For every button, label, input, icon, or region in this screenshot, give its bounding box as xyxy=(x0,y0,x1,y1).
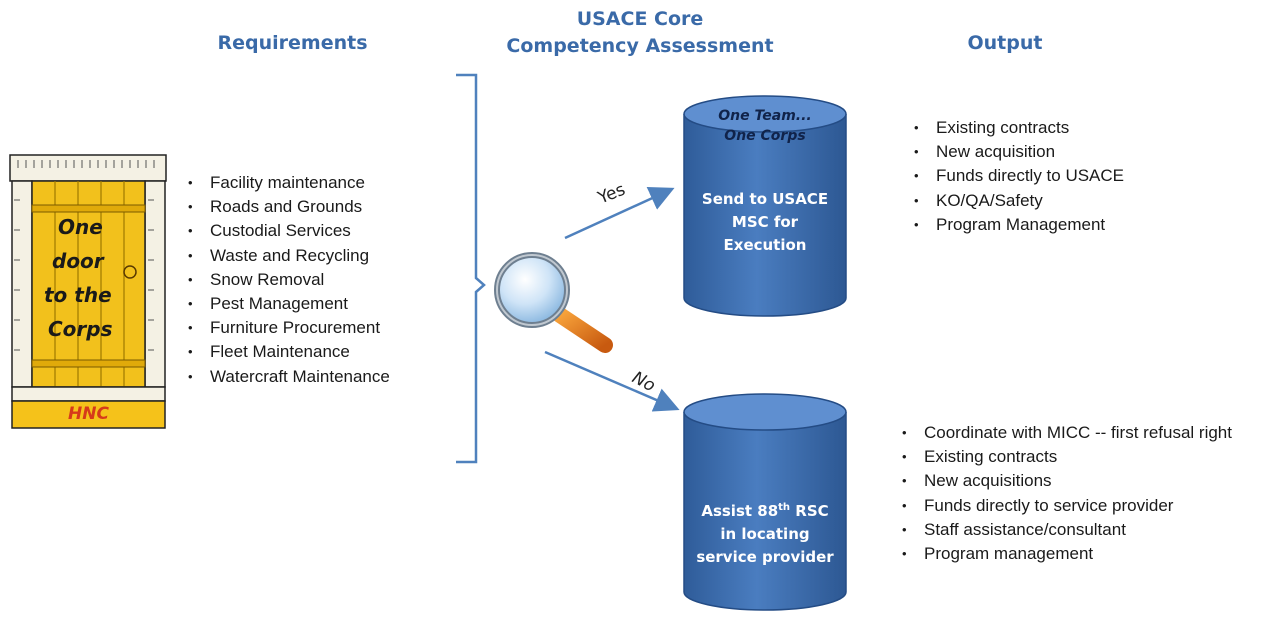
list-item: New acquisition xyxy=(910,140,1124,164)
list-item: Facility maintenance xyxy=(184,171,390,195)
service-provider-cylinder xyxy=(683,393,847,611)
door-line-1: One xyxy=(58,215,103,239)
service-label-line-3: service provider xyxy=(696,548,834,566)
list-item: Pest Management xyxy=(184,292,390,316)
execution-label-line-3: Execution xyxy=(723,236,807,254)
list-item: Snow Removal xyxy=(184,268,390,292)
list-item: Existing contracts xyxy=(898,445,1232,469)
list-item: New acquisitions xyxy=(898,469,1232,493)
service-label-line-2: in locating xyxy=(720,525,810,543)
no-output-list: Coordinate with MICC -- first refusal ri… xyxy=(898,421,1232,566)
door-caption: One door to the Corps xyxy=(44,210,144,346)
service-label-line-1: Assist 88th RSC xyxy=(701,502,829,520)
door-illustration xyxy=(9,154,167,429)
door-plaque xyxy=(11,400,166,429)
door-left-post xyxy=(11,180,33,388)
list-item: Roads and Grounds xyxy=(184,195,390,219)
list-item: KO/QA/Safety xyxy=(910,189,1124,213)
requirements-list: Facility maintenance Roads and Grounds C… xyxy=(184,171,390,389)
door-right-post xyxy=(144,180,166,388)
assessment-header-line1: USACE Core xyxy=(576,8,704,30)
execution-label-line-2: MSC for xyxy=(731,213,799,231)
execution-cylinder-label: Send to USACE MSC for Execution xyxy=(690,188,840,257)
list-item: Existing contracts xyxy=(910,116,1124,140)
list-item: Coordinate with MICC -- first refusal ri… xyxy=(898,421,1232,445)
yes-arrow xyxy=(564,186,675,240)
assessment-header: USACE Core Competency Assessment xyxy=(480,6,800,60)
list-item: Funds directly to service provider xyxy=(898,494,1232,518)
list-item: Custodial Services xyxy=(184,219,390,243)
service-provider-cylinder-label: Assist 88th RSC in locating service prov… xyxy=(686,496,844,569)
door-plaque-label: HNC xyxy=(68,404,109,424)
list-item: Watercraft Maintenance xyxy=(184,365,390,389)
list-item: Fleet Maintenance xyxy=(184,340,390,364)
door-line-2: door xyxy=(52,249,104,273)
door-line-4: Corps xyxy=(48,317,113,341)
execution-cylinder xyxy=(683,95,847,317)
list-item: Staff assistance/consultant xyxy=(898,518,1232,542)
no-arrow xyxy=(544,350,680,412)
output-header: Output xyxy=(967,32,1043,54)
magnifying-glass-icon xyxy=(494,252,613,353)
yes-output-list: Existing contracts New acquisition Funds… xyxy=(910,116,1124,237)
requirements-header: Requirements xyxy=(217,32,368,54)
list-item: Waste and Recycling xyxy=(184,244,390,268)
cylinder-top-line-2: One Corps xyxy=(724,128,806,144)
execution-label-line-1: Send to USACE xyxy=(701,190,829,208)
cylinder-top-caption: One Team... One Corps xyxy=(700,106,830,146)
list-item: Program management xyxy=(898,542,1232,566)
list-item: Program Management xyxy=(910,213,1124,237)
list-item: Funds directly to USACE xyxy=(910,164,1124,188)
door-line-3: to the xyxy=(44,283,112,307)
assessment-header-line2: Competency Assessment xyxy=(506,35,774,57)
cylinder-top-line-1: One Team... xyxy=(718,108,812,124)
requirements-bracket xyxy=(456,73,486,464)
door-panel xyxy=(31,180,146,388)
list-item: Furniture Procurement xyxy=(184,316,390,340)
door-handle xyxy=(123,265,137,279)
door-top-beam xyxy=(9,154,167,182)
